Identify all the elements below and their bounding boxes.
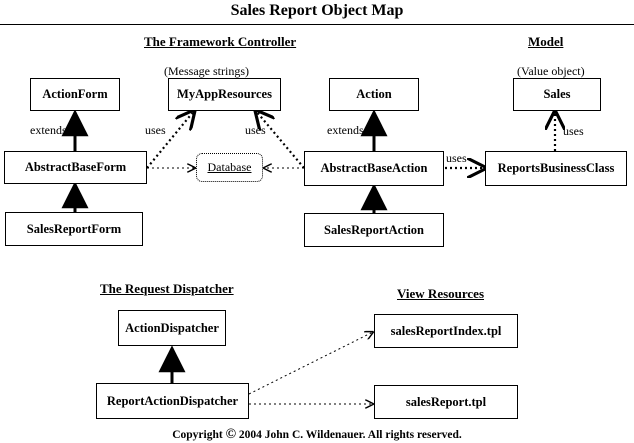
box-actiondispatcher: ActionDispatcher — [118, 310, 226, 346]
heading-framework-controller: The Framework Controller — [144, 34, 297, 49]
box-reportsbusinessclass: ReportsBusinessClass — [485, 151, 627, 186]
heading-model: Model — [528, 34, 564, 49]
box-reportactiondispatcher: ReportActionDispatcher — [96, 383, 249, 419]
copyright-text: 2004 John C. Wildenauer. All rights rese… — [238, 429, 462, 441]
box-action: Action — [329, 78, 419, 111]
box-salesreportform: SalesReportForm — [5, 212, 143, 246]
uses-arrow-action-resources — [256, 111, 305, 169]
diagram-title: Sales Report Object Map — [0, 0, 634, 25]
box-salesreportindex-tpl: salesReportIndex.tpl — [374, 314, 518, 348]
box-sales: Sales — [513, 78, 601, 111]
copyright-prefix: Copyright — [172, 429, 223, 441]
box-database: Database — [196, 153, 263, 182]
box-abstractbaseform: AbstractBaseForm — [4, 151, 147, 184]
box-actionform: ActionForm — [30, 78, 120, 111]
note-message-strings: (Message strings) — [164, 64, 249, 78]
uses-arrow-index-tpl — [248, 332, 373, 395]
label-uses-action-resources: uses — [245, 123, 266, 137]
note-value-object: (Value object) — [517, 64, 585, 78]
box-salesreport-tpl: salesReport.tpl — [374, 385, 518, 419]
heading-view-resources: View Resources — [397, 286, 485, 301]
label-uses-form: uses — [145, 123, 166, 137]
copyright-symbol: © — [225, 427, 237, 442]
label-extends-form: extends — [30, 123, 67, 137]
copyright-footer: Copyright © 2004 John C. Wildenauer. All… — [0, 427, 634, 443]
box-myappresources: MyAppResources — [168, 78, 281, 111]
uses-arrow-form-resources — [146, 111, 194, 169]
label-uses-sales: uses — [563, 124, 584, 138]
box-abstractbaseaction: AbstractBaseAction — [304, 151, 444, 186]
label-extends-action: extends — [327, 123, 364, 137]
label-uses-business: uses — [446, 151, 467, 165]
heading-request-dispatcher: The Request Dispatcher — [100, 281, 234, 296]
box-salesreportaction: SalesReportAction — [304, 213, 444, 247]
